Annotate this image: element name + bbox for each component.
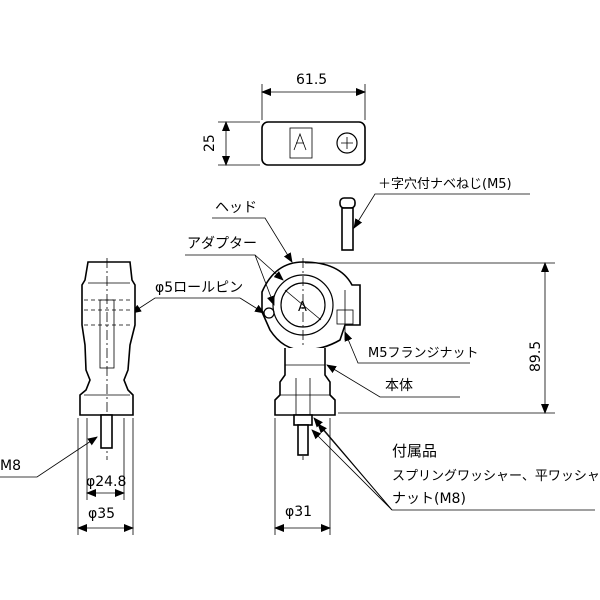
label-adapter: アダプター xyxy=(187,236,257,252)
label-head: ヘッド xyxy=(215,200,257,216)
accessories-line1: スプリングワッシャー、平ワッシャー xyxy=(392,469,600,484)
dimension-front-base: φ31 xyxy=(285,504,312,520)
dimension-side-inner: φ24.8 xyxy=(86,474,126,490)
label-flange-nut: M5フランジナット xyxy=(368,346,479,361)
label-thread: M8 xyxy=(0,458,21,474)
accessories-line2: ナット(M8) xyxy=(392,491,466,507)
accessories-title: 付属品 xyxy=(392,442,437,460)
label-body: 本体 xyxy=(385,378,413,394)
label-roll-pin: φ5ロールピン xyxy=(155,280,243,296)
screw: ＋字穴付ナベねじ(M5) xyxy=(339,177,530,251)
front-view: A φ31 89.5 xyxy=(261,258,555,535)
center-mark: A xyxy=(298,300,307,315)
dimension-top-height: 25 xyxy=(202,134,218,152)
part-callouts: ヘッド アダプター φ5ロールピン M5フランジナット 本体 付属品 スプリング… xyxy=(131,200,600,511)
side-view: M8 φ24.8 φ35 xyxy=(0,258,136,535)
dimension-total-height: 89.5 xyxy=(528,341,544,372)
dimension-top-width: 61.5 xyxy=(296,72,327,88)
dimension-side-outer: φ35 xyxy=(88,506,115,522)
label-screw: ＋字穴付ナベねじ(M5) xyxy=(378,177,512,192)
top-view: 61.5 25 xyxy=(202,72,366,166)
